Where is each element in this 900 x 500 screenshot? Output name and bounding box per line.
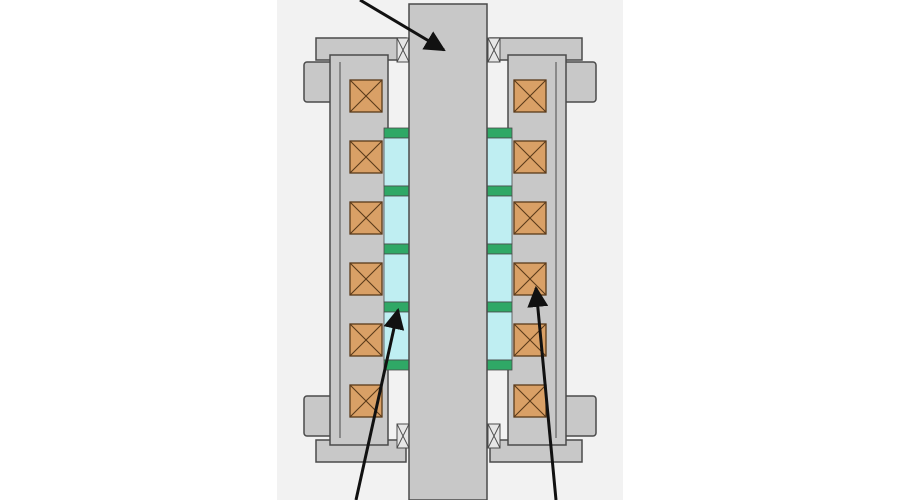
bearing-cross-line [487,37,501,63]
coil-group [349,79,547,418]
coil-left-2 [349,140,383,174]
coil-cross-line [513,79,547,113]
bearing-cross-line [396,37,410,63]
coil-left-5 [349,323,383,357]
magnet-spacer [486,359,513,371]
magnet-spacer [486,243,513,255]
coil-cross-line [513,384,547,418]
coil-cross-line [513,140,547,174]
coil-left-4 [349,262,383,296]
magnet-right-4 [486,311,513,361]
magnet-spacer [383,127,410,139]
magnet-left-3 [383,253,410,303]
coil-cross-line [349,79,383,113]
coil-right-2 [513,140,547,174]
pointer-arrow-shaft [359,0,446,52]
bearing-4 [487,423,501,449]
coil-right-1 [513,79,547,113]
magnet-spacer [383,243,410,255]
bearing-3 [396,423,410,449]
coil-cross-line [513,201,547,235]
coil-right-6 [513,384,547,418]
coil-cross-line [349,201,383,235]
bearing-cross-line [487,423,501,449]
magnet-right-3 [486,253,513,303]
magnet-right-2 [486,195,513,245]
coil-cross-line [349,262,383,296]
magnet-right-1 [486,137,513,187]
housing-group [303,37,597,463]
coil-left-3 [349,201,383,235]
housing-tab-top-right [561,61,597,103]
pointer-arrow-magnet [354,307,405,500]
coil-cross-line [513,262,547,296]
magnet-spacer [486,301,513,313]
magnet-left-2 [383,195,410,245]
coil-left-1 [349,79,383,113]
coil-right-4 [513,262,547,296]
bearing-group [396,37,501,449]
bearing-2 [487,37,501,63]
pointer-arrow-coil [527,285,558,500]
magnet-group [383,127,513,371]
coil-cross-line [349,323,383,357]
bearing-1 [396,37,410,63]
pointer-arrow-group [354,0,558,500]
coil-cross-line [349,140,383,174]
magnet-left-1 [383,137,410,187]
coil-right-3 [513,201,547,235]
housing-tab-bottom-right [561,395,597,437]
magnet-spacer [486,127,513,139]
shaft [408,3,488,500]
magnet-spacer [383,185,410,197]
coil-cross-line [349,384,383,418]
bearing-cross-line [396,423,410,449]
magnet-spacer [486,185,513,197]
